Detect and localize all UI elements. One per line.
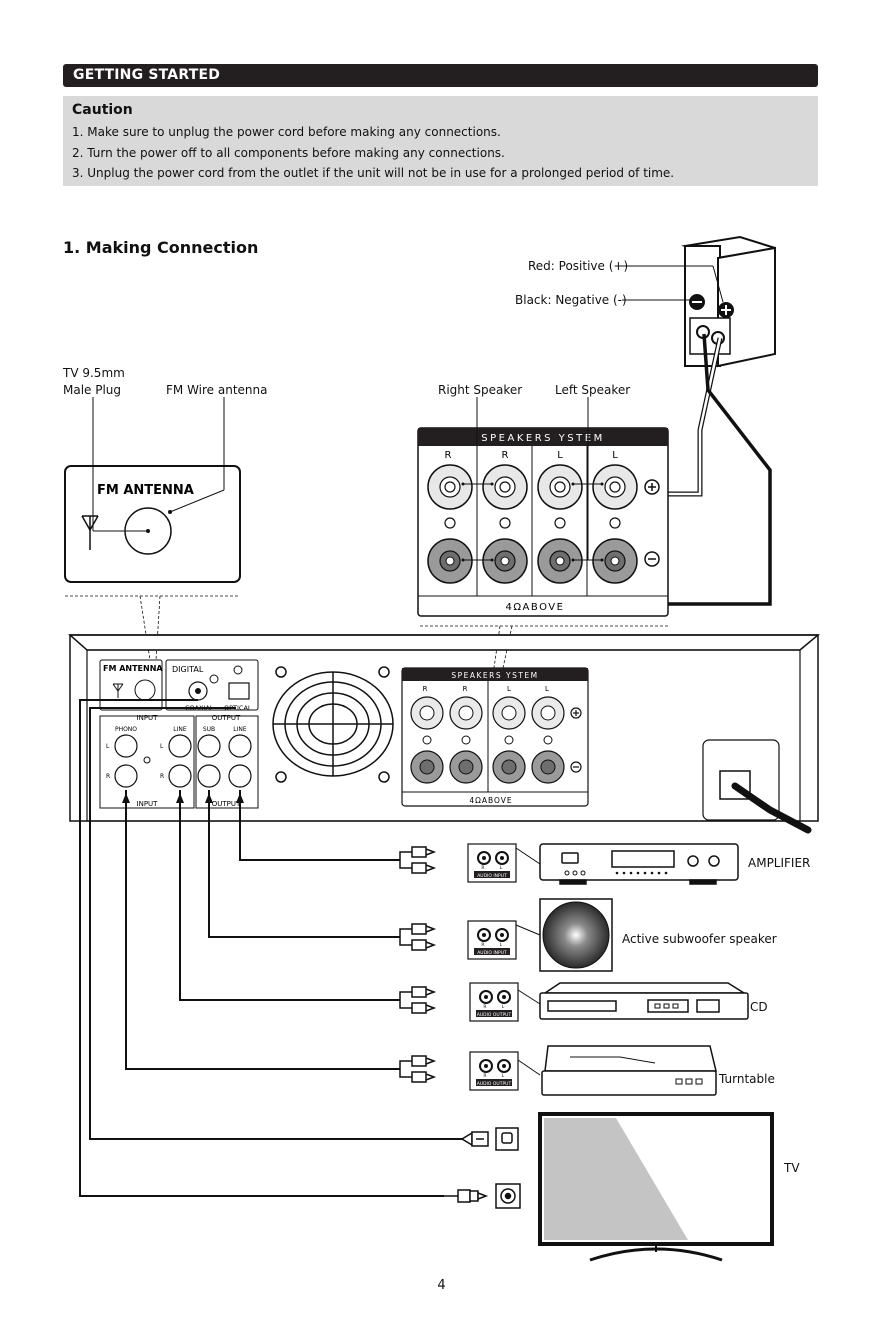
rear-phono-r: R bbox=[106, 773, 110, 780]
cd-jack-label: AUDIO OUTPUT bbox=[477, 1012, 512, 1018]
rear-antenna-icon bbox=[112, 683, 124, 698]
cd-jack-r: R bbox=[483, 1004, 486, 1010]
rear-speaker-title: SPEAKERS YSTEM bbox=[451, 671, 538, 680]
rear-line-r: R bbox=[160, 773, 164, 780]
rca-plugs bbox=[399, 846, 437, 1083]
caution-item-1: 1. Make sure to unplug the power cord be… bbox=[72, 125, 501, 139]
caution-item-2: 2. Turn the power off to all components … bbox=[72, 146, 505, 160]
receiver-rear-panel bbox=[68, 634, 821, 822]
amp-jack-l: L bbox=[500, 865, 503, 871]
amp-jack-label: AUDIO INPUT bbox=[477, 873, 507, 879]
caution-box: Caution 1. Make sure to unplug the power… bbox=[63, 96, 818, 186]
rear-sp-ch-1: R bbox=[423, 685, 428, 693]
rear-input-label-bottom: INPUT bbox=[137, 800, 159, 808]
cd-player-device bbox=[539, 982, 749, 1020]
rear-output-label-top: OUTPUT bbox=[212, 714, 241, 722]
sp-channel-2: R bbox=[502, 450, 509, 461]
rear-sub-label: SUB bbox=[203, 726, 215, 733]
section-title: 1. Making Connection bbox=[63, 238, 259, 257]
caution-item-3: 3. Unplug the power cord from the outlet… bbox=[72, 166, 675, 180]
label-cd: CD bbox=[750, 1000, 768, 1014]
tt-jack-r: R bbox=[483, 1073, 486, 1079]
rear-line-out-label: LINE bbox=[233, 726, 247, 733]
label-amplifier: AMPLIFIER bbox=[748, 856, 811, 870]
sub-jack-l: L bbox=[500, 942, 503, 948]
label-fm-wire: FM Wire antenna bbox=[166, 383, 268, 397]
label-tv-plug-line2: Male Plug bbox=[63, 383, 122, 397]
amp-jack-r: R bbox=[481, 865, 484, 871]
rear-fm-label: FM ANTENNA bbox=[103, 664, 163, 673]
rear-digital-label: DIGITAL bbox=[172, 665, 204, 674]
label-right-speaker: Right Speaker bbox=[438, 383, 523, 397]
antenna-icon bbox=[81, 515, 99, 550]
rear-sp-ch-3: L bbox=[507, 685, 511, 693]
label-tv-plug-line1: TV 9.5mm bbox=[63, 366, 125, 380]
fan-grill bbox=[272, 666, 394, 783]
rear-output-label-bottom: OUTPUT bbox=[212, 800, 241, 808]
label-black-negative: Black: Negative (-) bbox=[515, 293, 627, 307]
subwoofer-device bbox=[539, 898, 613, 972]
speaker-panel-title: SPEAKERS YSTEM bbox=[481, 433, 604, 444]
rear-phono-label: PHONO bbox=[115, 726, 137, 733]
rear-line-label: LINE bbox=[173, 726, 187, 733]
turntable-device bbox=[541, 1045, 717, 1096]
tt-jack-l: L bbox=[502, 1073, 505, 1079]
sub-jack-r: R bbox=[481, 942, 484, 948]
tt-jack-label: AUDIO OUTPUT bbox=[477, 1081, 512, 1087]
sp-channel-3: L bbox=[557, 450, 563, 461]
rear-sp-ch-2: R bbox=[463, 685, 468, 693]
sub-jack-label: AUDIO INPUT bbox=[477, 950, 507, 956]
label-turntable: Turntable bbox=[719, 1072, 775, 1086]
amplifier-device bbox=[539, 843, 739, 885]
sp-channel-1: R bbox=[445, 450, 452, 461]
sp-channel-4: L bbox=[612, 450, 618, 461]
fm-panel-title: FM ANTENNA bbox=[97, 483, 194, 498]
page-number: 4 bbox=[437, 1278, 446, 1293]
label-left-speaker: Left Speaker bbox=[555, 383, 631, 397]
jack-boxes bbox=[467, 843, 519, 1091]
label-tv: TV bbox=[784, 1161, 800, 1175]
rear-line-l: L bbox=[160, 743, 164, 750]
header-title: GETTING STARTED bbox=[73, 67, 221, 83]
cd-jack-l: L bbox=[502, 1004, 505, 1010]
label-red-positive: Red: Positive (+) bbox=[528, 259, 629, 273]
coax-plug bbox=[444, 1183, 521, 1209]
optical-jack bbox=[228, 682, 250, 700]
caution-title: Caution bbox=[72, 102, 133, 118]
rear-sp-ch-4: L bbox=[545, 685, 549, 693]
label-subwoofer: Active subwoofer speaker bbox=[622, 932, 777, 946]
rear-impedance: 4ΩABOVE bbox=[469, 796, 512, 805]
header-bar: GETTING STARTED bbox=[63, 64, 818, 87]
sp-impedance: 4ΩABOVE bbox=[506, 602, 565, 613]
tv-device bbox=[538, 1112, 774, 1262]
rear-phono-l: L bbox=[106, 743, 110, 750]
rear-optical-label: OPTICAL bbox=[224, 704, 252, 712]
rear-input-label-top: INPUT bbox=[137, 714, 159, 722]
optical-plug bbox=[460, 1127, 519, 1151]
speaker-cabinet bbox=[681, 235, 776, 368]
